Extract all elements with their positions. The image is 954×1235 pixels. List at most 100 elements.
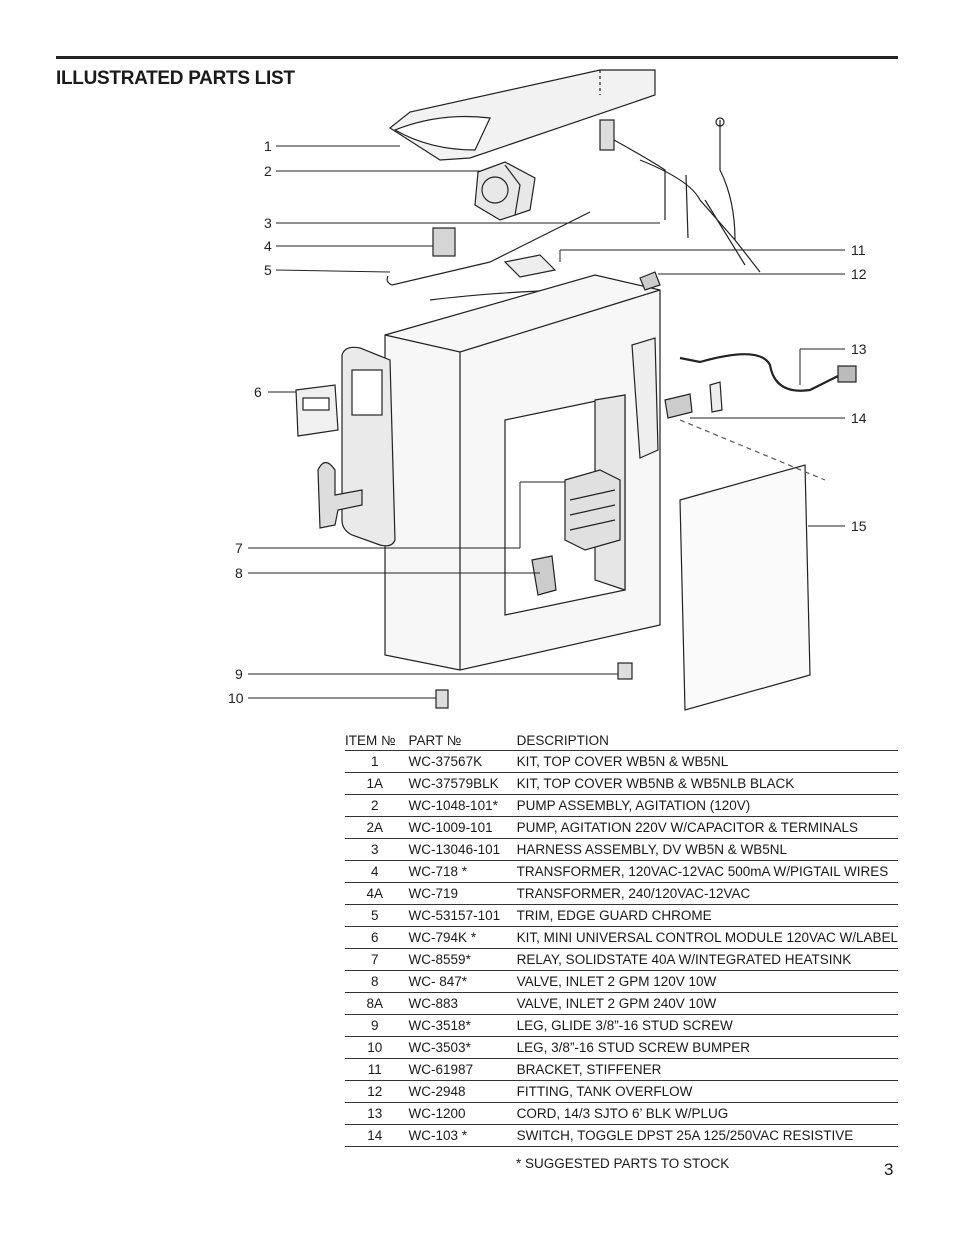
col-description-header: DESCRIPTION: [516, 730, 898, 751]
part-number-cell: WC-1048-101*: [404, 794, 517, 817]
part-number-cell: WC-53157-101: [404, 904, 517, 927]
part-number-cell: WC-37567K: [404, 750, 517, 773]
item-number-cell: 8A: [345, 992, 405, 1015]
description-cell: LEG, 3/8”-16 STUD SCREW BUMPER: [516, 1036, 898, 1059]
item-number-cell: 6: [345, 926, 405, 949]
description-cell: PUMP ASSEMBLY, AGITATION (120V): [516, 794, 898, 817]
item-number-cell: 4: [345, 860, 405, 883]
part-number-cell: WC-3503*: [404, 1036, 517, 1059]
part-number-cell: WC-103 *: [404, 1124, 517, 1147]
trim-drawing: [386, 211, 591, 286]
part-number-cell: WC-37579BLK: [404, 772, 517, 795]
front-panel-drawing: [341, 346, 396, 547]
callout-13: 13: [851, 341, 867, 357]
callout-5: 5: [264, 262, 272, 278]
callout-7: 7: [235, 540, 243, 556]
part-number-cell: WC- 847*: [404, 970, 517, 993]
item-number-cell: 1: [345, 750, 405, 773]
item-number-cell: 8: [345, 970, 405, 993]
part-number-cell: WC-61987: [404, 1058, 517, 1081]
description-cell: KIT, TOP COVER WB5NB & WB5NLB BLACK: [516, 772, 898, 795]
transformer-drawing: [432, 227, 456, 257]
relay-drawing: [564, 469, 621, 551]
part-number-cell: WC-1009-101: [404, 816, 517, 839]
part-number-cell: WC-8559*: [404, 948, 517, 971]
item-number-cell: 2: [345, 794, 405, 817]
cabinet-drawing: [384, 274, 661, 671]
callout-10: 10: [228, 690, 244, 706]
col-item-header: ITEM №: [345, 730, 405, 751]
pump-drawing: [474, 161, 536, 221]
page-title: ILLUSTRATED PARTS LIST: [56, 68, 295, 89]
callout-2: 2: [264, 163, 272, 179]
item-number-cell: 7: [345, 948, 405, 971]
valve-drawing: [531, 555, 557, 596]
leg-glide-drawing: [617, 662, 633, 680]
table-header-row: ITEM № PART № DESCRIPTION: [345, 730, 898, 751]
callout-4: 4: [264, 238, 272, 254]
description-cell: TRIM, EDGE GUARD CHROME: [516, 904, 898, 927]
part-number-cell: WC-2948: [404, 1080, 517, 1103]
cord-drawing: [679, 353, 857, 392]
switch-drawing: [664, 393, 693, 419]
description-cell: RELAY, SOLIDSTATE 40A W/INTEGRATED HEATS…: [516, 948, 898, 971]
callout-11: 11: [851, 242, 866, 258]
description-cell: KIT, TOP COVER WB5N & WB5NL: [516, 750, 898, 773]
item-number-cell: 3: [345, 838, 405, 861]
callout-15: 15: [851, 518, 867, 534]
description-cell: BRACKET, STIFFENER: [516, 1058, 898, 1081]
item-number-cell: 12: [345, 1080, 405, 1103]
col-part-header: PART №: [404, 730, 517, 751]
callout-8: 8: [235, 565, 243, 581]
part-number-cell: WC-718 *: [404, 860, 517, 883]
top-cover-drawing: [388, 69, 656, 161]
part-number-cell: WC-794K *: [404, 926, 517, 949]
bracket-drawing: [503, 254, 557, 278]
part-number-cell: WC-719: [404, 882, 517, 905]
part-number-cell: WC-3518*: [404, 1014, 517, 1037]
harness-drawing: [599, 117, 761, 273]
description-cell: TRANSFORMER, 240/120VAC-12VAC: [516, 882, 898, 905]
part-number-cell: WC-1200: [404, 1102, 517, 1125]
description-cell: PUMP, AGITATION 220V W/CAPACITOR & TERMI…: [516, 816, 898, 839]
fitting-drawing: [639, 271, 661, 291]
item-number-cell: 14: [345, 1124, 405, 1147]
item-number-cell: 1A: [345, 772, 405, 795]
leg-bumper-drawing: [435, 689, 449, 709]
item-number-cell: 4A: [345, 882, 405, 905]
description-cell: FITTING, TANK OVERFLOW: [516, 1080, 898, 1103]
part-number-cell: WC-883: [404, 992, 517, 1015]
control-module-drawing: [295, 384, 339, 437]
description-cell: VALVE, INLET 2 GPM 120V 10W: [516, 970, 898, 993]
top-rule: [56, 56, 898, 59]
item-number-cell: 5: [345, 904, 405, 927]
description-cell: SWITCH, TOGGLE DPST 25A 125/250VAC RESIS…: [516, 1124, 898, 1147]
callout-12: 12: [851, 266, 867, 282]
item-number-cell: 13: [345, 1102, 405, 1125]
description-cell: KIT, MINI UNIVERSAL CONTROL MODULE 120VA…: [516, 926, 898, 949]
description-cell: VALVE, INLET 2 GPM 240V 10W: [516, 992, 898, 1015]
page-number: 3: [884, 1160, 894, 1179]
callout-1: 1: [264, 138, 272, 154]
callout-14: 14: [851, 410, 867, 426]
footnote: * SUGGESTED PARTS TO STOCK: [516, 1156, 730, 1171]
